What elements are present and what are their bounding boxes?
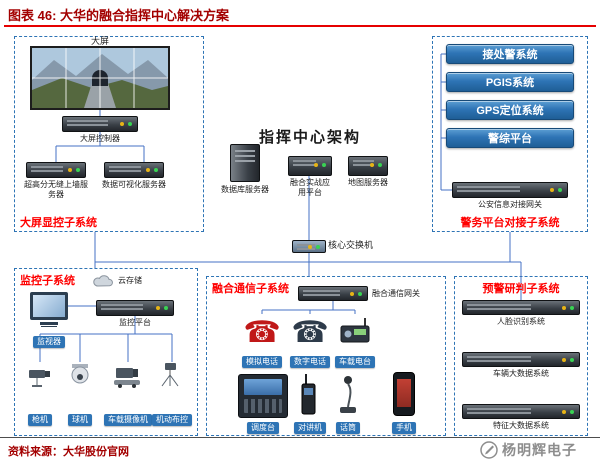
face-recog-server-device (462, 300, 580, 315)
architecture-title: 指挥中心架构 (258, 129, 361, 146)
police-system-item: 接处警系统 (446, 44, 574, 64)
cloud-storage-label: 云存储 (118, 276, 142, 285)
big-screen-label: 大屏 (90, 36, 109, 46)
figure-title: 图表 46: 大华的融合指挥中心解决方案 (8, 8, 230, 23)
mobile-deploy-camera-icon (161, 363, 179, 387)
app-platform-label: 融合实战应用平台 (290, 178, 330, 197)
cloud-storage-icon (93, 275, 113, 287)
display-subsystem-name: 大屏显控子系统 (20, 217, 97, 229)
device-tag: 手机 (392, 422, 416, 434)
vehicle-camera-icon (114, 368, 140, 388)
device-tag: 球机 (68, 414, 92, 426)
device-tag: 数字电话 (290, 356, 330, 368)
monitor-platform-device (96, 300, 174, 316)
feature-bigdata-server-device (462, 404, 580, 419)
device-tag: 对讲机 (294, 422, 326, 434)
comm-gateway-device (298, 286, 368, 301)
wall-server-label: 超高分无缝上墙服务器 (24, 180, 88, 199)
vehicle-radio-icon (340, 318, 370, 343)
device-tag: 监视器 (33, 336, 65, 348)
digital-phone-icon: ☎ (291, 315, 329, 349)
mobile-phone-icon (393, 372, 415, 416)
wall-server-device (26, 162, 86, 178)
device-tag: 模拟电话 (242, 356, 282, 368)
bullet-camera-icon (29, 370, 50, 387)
police-system-item: GPS定位系统 (446, 100, 574, 120)
monitor-platform-label: 监控平台 (119, 318, 151, 327)
map-server-device (348, 156, 388, 176)
face-recog-label: 人脸识别系统 (497, 317, 545, 326)
watermark-text: 杨明辉电子 (502, 442, 577, 458)
walkie-talkie-icon (301, 374, 316, 415)
analog-phone-icon: ☎ (243, 315, 281, 349)
core-switch-label: 核心交换机 (328, 240, 388, 251)
dome-camera-icon (71, 364, 89, 384)
source-note: 资料来源：大华股份官网 (8, 446, 129, 458)
device-tag: 调度台 (247, 422, 279, 434)
visual-server-device (104, 162, 164, 178)
comm-gateway-label: 融合通信网关 (372, 289, 420, 298)
footer-divider (0, 437, 600, 438)
device-tag: 话筒 (336, 422, 360, 434)
app-platform-device (288, 156, 332, 176)
database-server-label: 数据库服务器 (221, 185, 269, 194)
police-subsystem-box (432, 36, 588, 232)
map-server-label: 地图服务器 (348, 178, 388, 187)
core-switch-device (292, 240, 326, 253)
dispatch-console-icon (238, 374, 288, 418)
device-tag: 机动布控 (152, 414, 192, 426)
screen-controller-label: 大屏控制器 (80, 134, 120, 143)
police-system-item: 警综平台 (446, 128, 574, 148)
monitor-subsystem-name: 监控子系统 (20, 275, 75, 287)
police-subsystem-name: 警务平台对接子系统 (460, 217, 560, 229)
device-tag: 车载电台 (335, 356, 375, 368)
monitor-display-icon (30, 292, 68, 320)
gooseneck-mic-icon (340, 376, 356, 413)
comm-subsystem-box (206, 276, 446, 436)
police-gateway-label: 公安信息对接网关 (478, 200, 542, 209)
watermark: 杨明辉电子 (480, 440, 577, 460)
feature-bigdata-label: 特征大数据系统 (493, 421, 549, 430)
visual-server-label: 数据可视化服务器 (102, 180, 166, 189)
warning-subsystem-name: 预警研判子系统 (482, 283, 560, 295)
pen-icon (480, 441, 498, 459)
display-subsystem-box (14, 36, 204, 232)
title-underline (4, 25, 596, 27)
database-server-icon (230, 144, 260, 182)
device-tag: 枪机 (28, 414, 52, 426)
screen-controller-device (62, 116, 138, 132)
tunnel-scene-image (32, 48, 168, 108)
vehicle-bigdata-label: 车辆大数据系统 (493, 369, 549, 378)
monitor-subsystem-box (14, 268, 198, 436)
police-system-item: PGIS系统 (446, 72, 574, 92)
video-wall-screen (30, 46, 170, 110)
vehicle-bigdata-server-device (462, 352, 580, 367)
comm-subsystem-name: 融合通信子系统 (212, 283, 289, 295)
device-tag: 车载摄像机 (104, 414, 152, 426)
police-gateway-device (452, 182, 568, 198)
